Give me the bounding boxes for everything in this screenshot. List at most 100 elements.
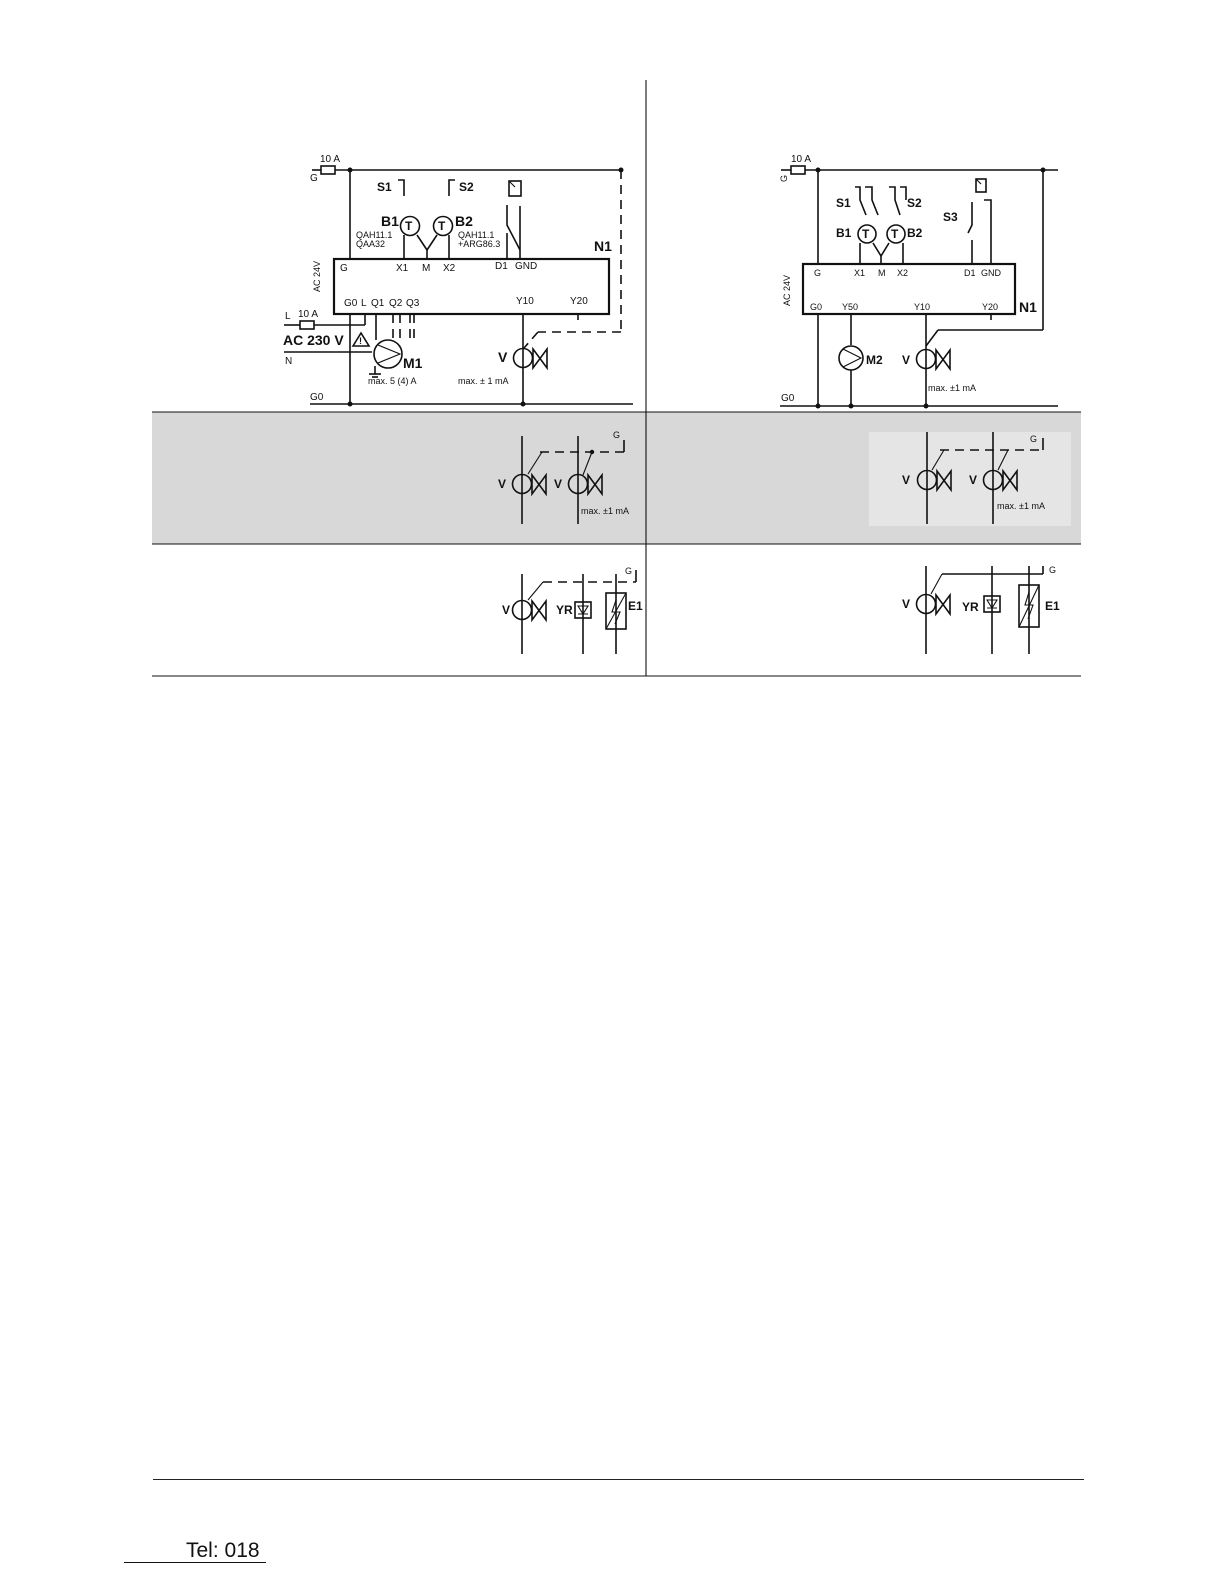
terminal-q1: Q1 xyxy=(371,298,385,309)
controller-n1-box xyxy=(801,262,1017,316)
terminal-y10: Y10 xyxy=(516,296,534,307)
sensor-b1-symbol: T xyxy=(405,219,413,233)
sensor-b2-symbol: T xyxy=(891,227,899,241)
temp-sensor-b2-icon xyxy=(886,224,906,244)
valve-v-label: V xyxy=(902,353,910,367)
table-grid xyxy=(152,80,1081,677)
valve-v2-label: V xyxy=(969,473,977,487)
pump-m1-icon xyxy=(373,339,403,369)
ac230v-label: AC 230 V xyxy=(283,332,344,348)
shaded-row xyxy=(152,412,1081,544)
footer-link-underline xyxy=(124,1562,266,1563)
valve-rating: max. ±1 mA xyxy=(581,506,629,516)
switch-s2-label: S2 xyxy=(907,196,922,210)
switch-s2-label: S2 xyxy=(459,180,474,194)
valve-v1-label: V xyxy=(902,473,910,487)
g-label: G xyxy=(625,566,632,576)
thyristor-yr-label: YR xyxy=(962,600,979,614)
heater-e1-label: E1 xyxy=(628,599,643,613)
valve-icon xyxy=(935,347,951,372)
valve-icon xyxy=(532,346,548,371)
controller-n1-label: N1 xyxy=(594,238,612,254)
terminal-gnd: GND xyxy=(515,261,537,272)
valve-icon xyxy=(935,592,951,617)
switch-s3-icon xyxy=(984,199,992,264)
g-label: G xyxy=(1049,565,1056,575)
g-label: G xyxy=(779,175,789,182)
valve-rating: max. ± 1 mA xyxy=(458,376,508,386)
heater-e1-label: E1 xyxy=(1045,599,1060,613)
window-contact-icon xyxy=(975,178,987,193)
switch-s2-icon xyxy=(889,186,901,216)
pump-m2-icon xyxy=(838,345,864,371)
valve-rating: max. ±1 mA xyxy=(997,501,1045,511)
g-label: G xyxy=(310,173,318,184)
terminal-m: M xyxy=(878,268,886,278)
controller-n1-label: N1 xyxy=(1019,299,1037,315)
g-label: G xyxy=(613,430,620,440)
temp-sensor-b1-icon xyxy=(399,215,421,237)
electric-heater-e1-icon xyxy=(605,592,627,630)
terminal-x1: X1 xyxy=(854,268,865,278)
diagram-left: G 10 A S1 S2 B1 T T B2 QAH11.1 QAA32 QAH… xyxy=(283,154,633,407)
switch-s1-label: S1 xyxy=(377,180,392,194)
fuse-icon xyxy=(790,165,806,175)
sensor-b2-model-2: +ARG86.3 xyxy=(458,239,500,249)
terminal-g0: G0 xyxy=(810,302,822,312)
valve-v-label: V xyxy=(498,349,508,365)
terminal-x1: X1 xyxy=(396,263,409,274)
thyristor-yr-icon xyxy=(574,601,592,619)
line-l-label: L xyxy=(285,311,291,322)
g0-rail-label: G0 xyxy=(781,393,795,404)
sensor-b1-symbol: T xyxy=(862,227,870,241)
sensor-b2-label: B2 xyxy=(455,213,473,229)
thyristor-yr-icon xyxy=(983,595,1001,613)
terminal-g: G xyxy=(814,268,821,278)
terminal-q3: Q3 xyxy=(406,298,420,309)
valve-v1-label: V xyxy=(498,477,506,491)
pump-m1-rating: max. 5 (4) A xyxy=(368,376,417,386)
controller-n1-box xyxy=(332,257,611,316)
ac24v-label: AC 24V xyxy=(312,261,322,292)
valve-v-label: V xyxy=(902,597,910,611)
fuse-icon xyxy=(320,165,336,175)
terminal-y50: Y50 xyxy=(842,302,858,312)
valve-v2-label: V xyxy=(554,477,562,491)
variant-row3-left: V G YR E1 xyxy=(502,566,643,654)
valve-rating: max. ±1 mA xyxy=(928,383,976,393)
variant-row2-right: V V G max. ±1 mA xyxy=(902,432,1045,524)
terminal-m: M xyxy=(422,263,430,274)
switch-s2-icon xyxy=(448,179,455,196)
fuse-rating: 10 A xyxy=(791,154,811,165)
terminal-gnd: GND xyxy=(981,268,1002,278)
footer-rule xyxy=(153,1479,1084,1480)
variant-row2-left: V V G max. ±1 mA xyxy=(498,430,629,524)
footer-telephone: Tel: 018 xyxy=(186,1539,260,1562)
valve-icon xyxy=(531,598,547,623)
sensor-b2-symbol: T xyxy=(438,219,446,233)
sensor-b1-label: B1 xyxy=(381,213,399,229)
terminal-d1: D1 xyxy=(495,261,508,272)
sensor-b2-model-1: QAH11.1 xyxy=(458,230,494,240)
valve-icon xyxy=(587,472,603,497)
ac24v-label: AC 24V xyxy=(782,275,792,306)
terminal-y20: Y20 xyxy=(982,302,998,312)
terminal-x2: X2 xyxy=(897,268,908,278)
pump-m2-label: M2 xyxy=(866,353,883,367)
fuse-rating: 10 A xyxy=(320,154,340,165)
switch-s1-icon xyxy=(398,179,405,196)
thyristor-yr-label: YR xyxy=(556,603,573,617)
terminal-q2: Q2 xyxy=(389,298,403,309)
terminal-d1: D1 xyxy=(964,268,976,278)
terminal-l: L xyxy=(361,298,367,309)
sensor-b1-model-2: QAA32 xyxy=(356,239,385,249)
sensor-b2-label: B2 xyxy=(907,226,923,240)
terminal-y20: Y20 xyxy=(570,296,588,307)
diagram-right: G 10 A S1 S2 S3 B1 T T B2 xyxy=(779,154,1058,409)
switch-s1-icon xyxy=(855,186,867,216)
sensor-b1-label: B1 xyxy=(836,226,852,240)
window-contact-icon xyxy=(508,180,522,197)
g0-rail-label: G0 xyxy=(310,392,324,403)
